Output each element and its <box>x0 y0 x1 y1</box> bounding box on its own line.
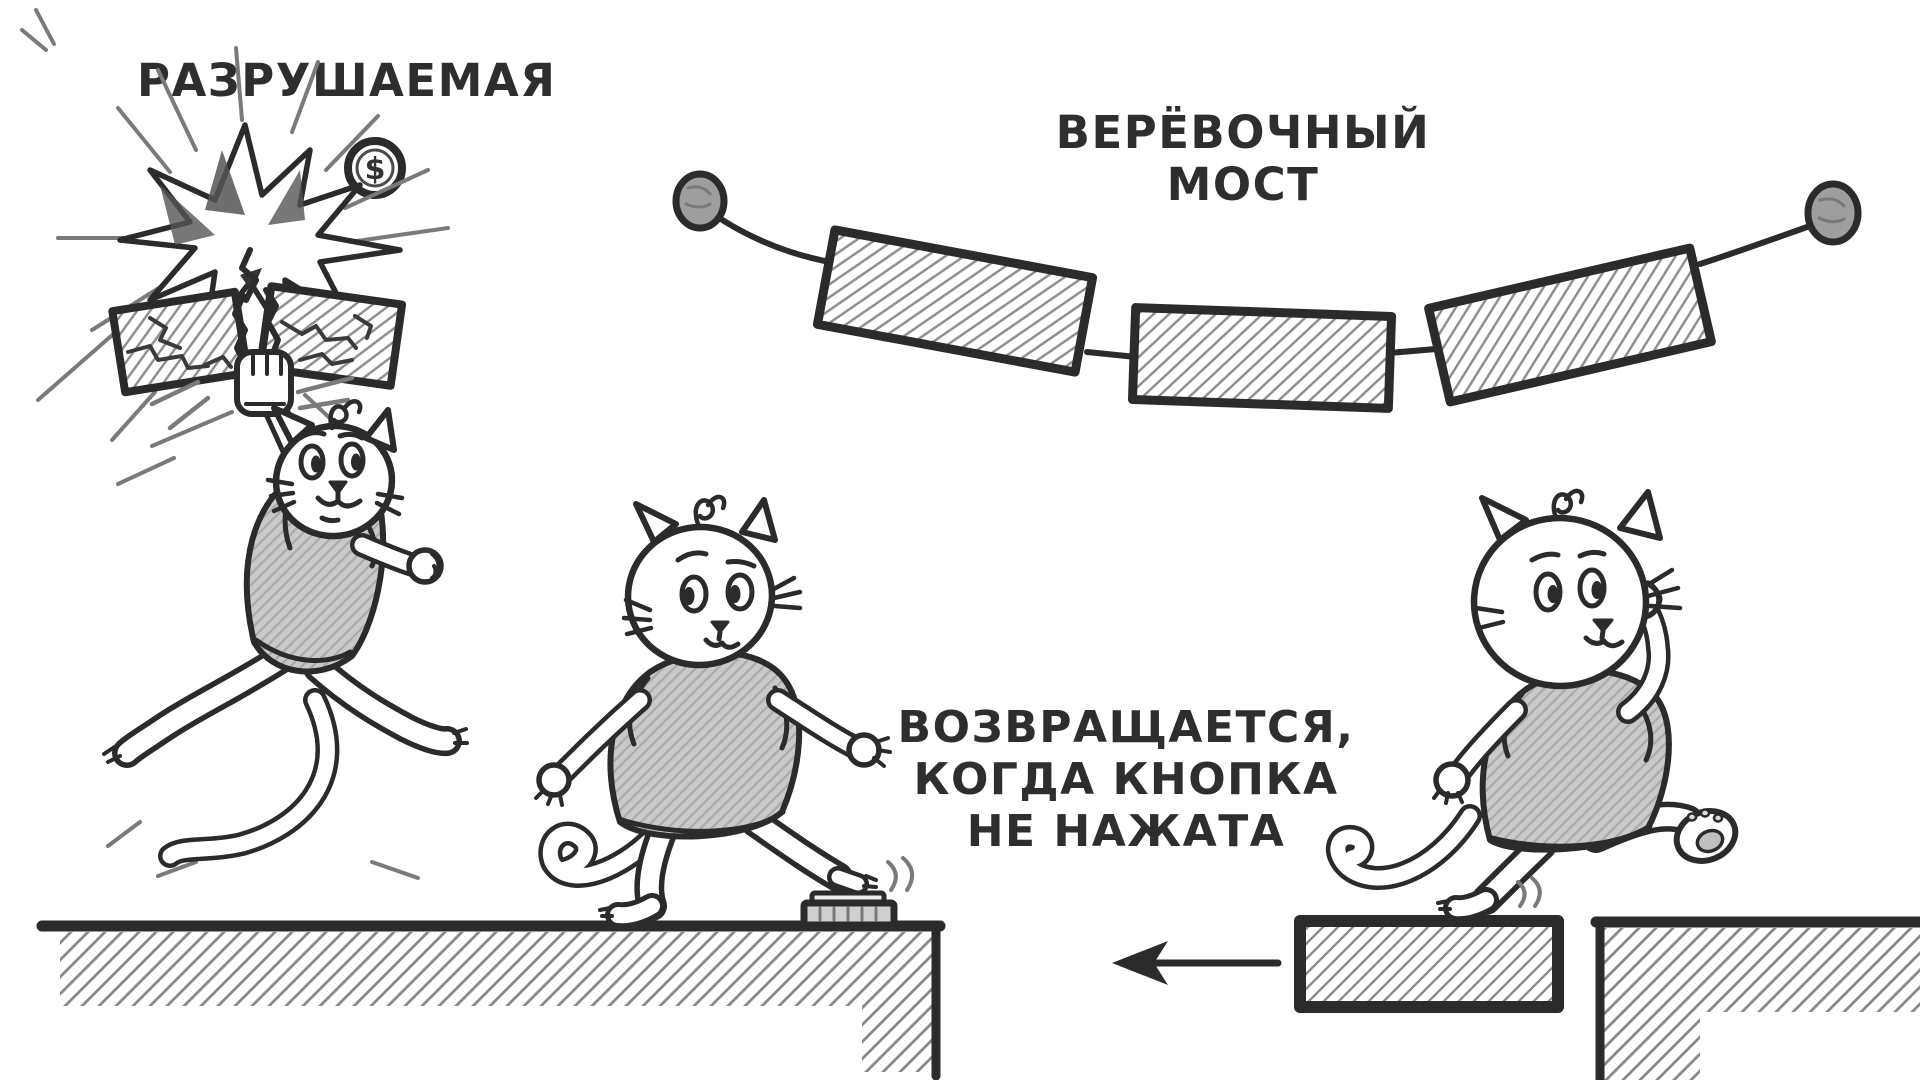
cat2-brows <box>675 550 757 569</box>
rope-mid-2 <box>1386 346 1439 356</box>
cat1-head <box>265 399 405 540</box>
cat1-nose <box>328 480 348 495</box>
ground-left <box>36 920 946 1080</box>
label-returns-line3: НЕ НАЖАТА <box>967 806 1286 857</box>
label-destructible: РАЗРУШАЕМАЯ <box>137 54 556 107</box>
cat2-whiskers <box>621 575 803 637</box>
arrow-left-icon <box>1112 941 1282 985</box>
cat3-brows <box>1529 549 1607 563</box>
cat2-antenna-hair <box>693 494 727 527</box>
cat1-brows <box>297 430 365 441</box>
cat3-head <box>1470 488 1683 690</box>
cat3-antenna-hair <box>1551 488 1585 521</box>
cat2-left-paw <box>536 762 572 798</box>
rope-bridge <box>672 170 1862 413</box>
rope-mid-1 <box>1084 349 1139 360</box>
cat1-shirt-hem <box>253 637 353 663</box>
cat2-back-leg <box>740 807 915 895</box>
cat1-right-fist <box>406 547 444 585</box>
cat2-left-arm <box>534 688 652 807</box>
cat1-chin <box>319 515 341 524</box>
cat3-left-fist <box>1433 761 1471 799</box>
destructible-piece-right <box>255 282 407 390</box>
cat1-right-arm <box>350 533 444 585</box>
cat-on-button <box>534 494 915 929</box>
cat1-right-leg <box>303 653 469 757</box>
label-returns-line1: ВОЗВРАЩАЕТСЯ, <box>898 702 1355 753</box>
cat3-toe-beans <box>1686 808 1724 823</box>
cat1-punching-fist <box>234 349 294 417</box>
impact-lines <box>149 375 355 431</box>
cat2-shirt-hem <box>619 809 786 834</box>
burst-dark-spike <box>160 185 215 245</box>
burst-dark-spike <box>205 150 245 215</box>
burst-dark-spike <box>268 170 305 225</box>
cat2-right-arm <box>766 688 892 768</box>
cat1-antenna-hair <box>328 399 363 431</box>
cat1-right-ear-icon <box>363 407 397 453</box>
cat3-left-ear-icon <box>1479 495 1529 543</box>
coin-symbol: $ <box>365 152 386 187</box>
cat3-whiskers <box>1473 567 1683 631</box>
cat2-right-ear-icon <box>739 497 778 543</box>
bridge-plank-1 <box>812 225 1098 377</box>
cat2-head <box>621 494 803 669</box>
platform-cracks <box>126 314 373 370</box>
moving-platform <box>1294 915 1564 1013</box>
cat1-left-leg <box>102 643 297 768</box>
cat1-mouth <box>315 490 363 509</box>
label-returns-line2: КОГДА КНОПКА <box>914 754 1339 805</box>
cat1-eyes <box>298 441 366 481</box>
cat1-tail <box>158 688 340 868</box>
cat2-tail <box>538 821 662 888</box>
bridge-anchor-right <box>1804 180 1862 246</box>
cat2-mouth <box>703 629 741 650</box>
cat3-shirt-hem <box>1489 823 1653 849</box>
ground-right <box>1590 916 1920 1080</box>
bridge-anchor-left <box>672 170 728 232</box>
label-rope-bridge-line2: МОСТ <box>1167 158 1320 211</box>
cat2-shirt <box>607 649 803 840</box>
break-gap-cracks <box>232 247 281 367</box>
cat3-nose <box>1592 618 1614 633</box>
cat3-left-arm <box>1432 698 1528 805</box>
button <box>800 890 898 929</box>
cat1-speed-lines <box>106 410 420 880</box>
label-rope-bridge: ВЕРЁВОЧНЫЙ МОСТ <box>1056 106 1431 211</box>
cat3-mouth <box>1583 628 1625 649</box>
cat3-heel-motion-lines <box>1516 876 1542 908</box>
cat2-eyes <box>679 572 755 614</box>
cat2-heel-motion-lines <box>886 856 915 892</box>
cat1-whiskers <box>265 477 405 517</box>
cat3-right-ear-icon <box>1617 489 1663 541</box>
cat-on-moving-platform <box>1326 488 1739 922</box>
cat3-foot-pad <box>1695 828 1725 854</box>
cat3-eyes <box>1533 567 1607 613</box>
cat3-tail <box>1326 804 1482 890</box>
destructible-platform <box>108 247 407 431</box>
cat-destroying-platform <box>102 349 469 880</box>
cat2-nose <box>710 620 730 634</box>
coin-icon: $ <box>344 137 406 199</box>
cat2-left-ear-icon <box>633 501 679 545</box>
label-returns-when-button-not-pressed: ВОЗВРАЩАЕТСЯ, КОГДА КНОПКА НЕ НАЖАТА <box>898 702 1355 857</box>
label-rope-bridge-line1: ВЕРЁВОЧНЫЙ <box>1056 106 1431 159</box>
bridge-plank-3 <box>1424 243 1716 407</box>
bridge-plank-2 <box>1127 303 1397 413</box>
